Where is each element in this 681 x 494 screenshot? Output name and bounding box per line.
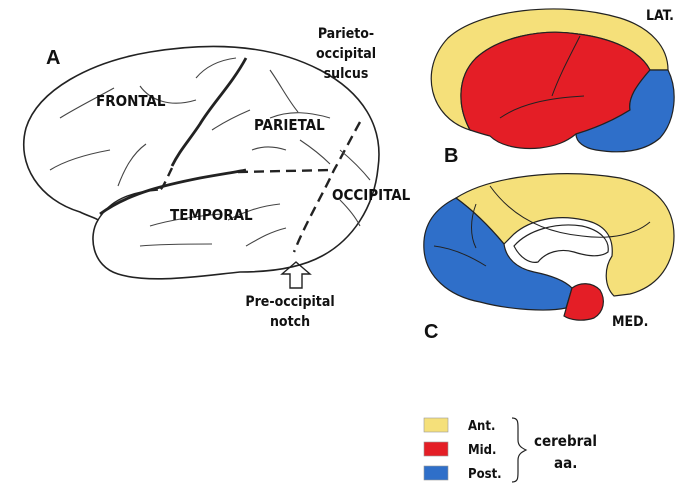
label-line: Parieto- — [318, 26, 374, 42]
legend-group-line1: cerebral — [534, 432, 597, 450]
legend-brace — [512, 418, 526, 482]
central-sulcus — [172, 58, 246, 166]
lateral-view-label: LAT. — [646, 8, 674, 24]
legend-label-mid: Mid. — [468, 443, 496, 458]
parietotemporal-line — [238, 170, 332, 172]
panel-a-label: A — [46, 47, 60, 69]
label-line: notch — [270, 314, 310, 330]
legend-group-line2: aa. — [554, 454, 577, 472]
legend-swatch-mid — [424, 442, 448, 456]
parieto-occipital-sulcus-label: Parieto- occipital sulcus — [316, 26, 376, 82]
legend-label-ant: Ant. — [468, 419, 495, 434]
temporal-pole — [98, 190, 158, 220]
parietal-label: PARIETAL — [254, 116, 325, 134]
label-line: occipital — [316, 46, 376, 62]
medial-colored-brain — [424, 174, 674, 320]
legend-swatch-post — [424, 466, 448, 480]
frontal-label: FRONTAL — [96, 92, 166, 110]
preoccipital-notch-label: Pre-occipital notch — [245, 294, 334, 330]
lateral-brain-drawing — [24, 46, 379, 288]
panel-c-label: C — [424, 321, 438, 343]
legend-swatch-ant — [424, 418, 448, 432]
temporal-label: TEMPORAL — [170, 206, 253, 224]
panel-b-label: B — [444, 145, 458, 167]
occipital-label: OCCIPITAL — [332, 186, 411, 204]
lateral-colored-brain — [431, 9, 674, 152]
label-line: sulcus — [324, 66, 369, 82]
medial-view-label: MED. — [612, 314, 648, 330]
legend-label-post: Post. — [468, 467, 502, 482]
legend: Ant. Mid. Post. cerebral aa. — [424, 418, 597, 482]
corpus-callosum-region — [514, 225, 608, 262]
label-line: Pre-occipital — [245, 294, 334, 310]
